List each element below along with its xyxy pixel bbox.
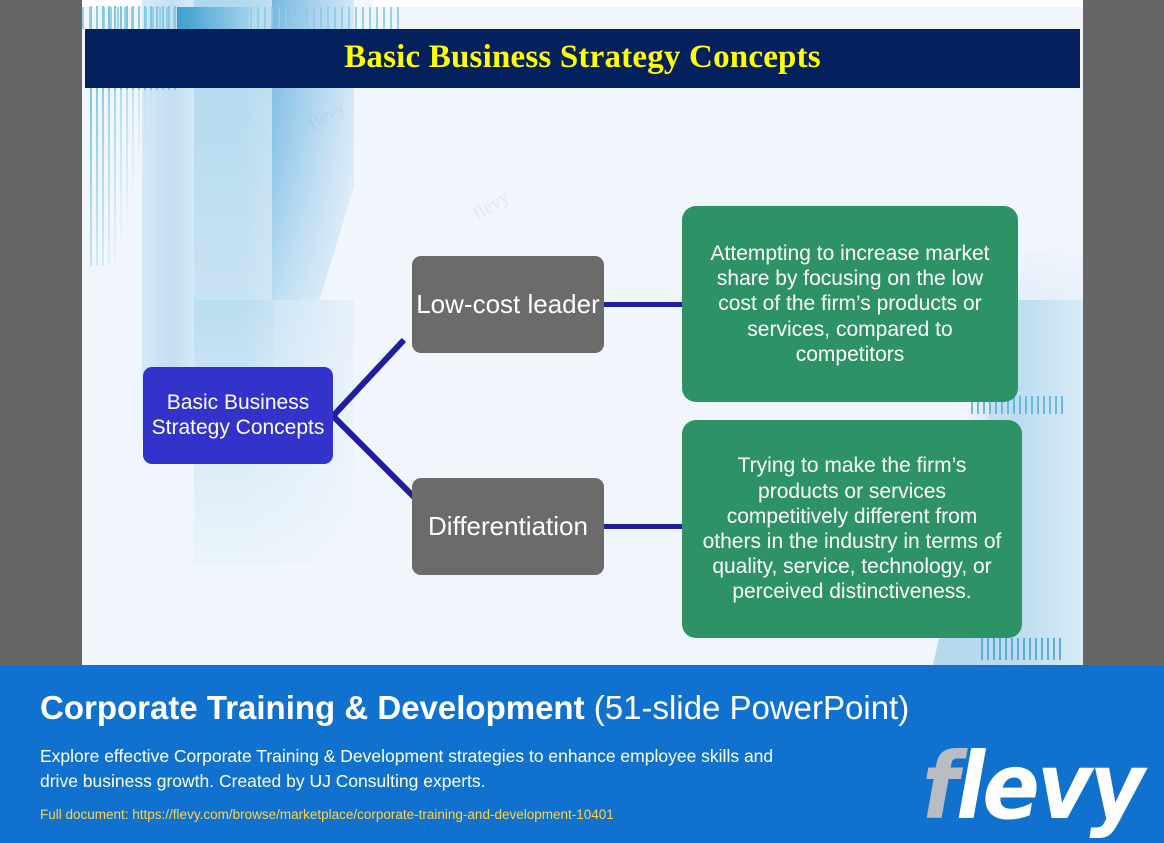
node-branch-differentiation[interactable]: Differentiation — [412, 478, 604, 575]
slide-top-edge — [82, 0, 1083, 7]
decorative-fade-left — [82, 0, 372, 665]
flevy-logo-levy: levy — [956, 733, 1144, 840]
strategy-diagram: Basic Business Strategy Concepts Low-cos… — [82, 0, 1083, 665]
flevy-promo-banner: Corporate Training & Development (51-sli… — [0, 665, 1164, 843]
node-branch-low-cost-leader[interactable]: Low-cost leader — [412, 256, 604, 353]
slide-title-bar: Basic Business Strategy Concepts — [85, 29, 1080, 85]
banner-document-url[interactable]: Full document: https://flevy.com/browse/… — [40, 806, 614, 822]
banner-description: Explore effective Corporate Training & D… — [40, 745, 774, 791]
title-underline — [85, 85, 1080, 88]
decorative-lines-right-lower — [981, 638, 1061, 660]
banner-text-block: Corporate Training & Development (51-sli… — [40, 689, 970, 822]
node-description-low-cost-leader[interactable]: Attempting to increase market share by f… — [682, 206, 1018, 402]
connector-low-cost-leader-to-description — [604, 302, 684, 307]
banner-title: Corporate Training & Development (51-sli… — [40, 689, 970, 727]
page-title: Basic Business Strategy Concepts — [344, 38, 821, 75]
node-root-basic-business-strategy-concepts[interactable]: Basic Business Strategy Concepts — [143, 367, 333, 464]
banner-title-suffix: (51-slide PowerPoint) — [593, 689, 910, 726]
decorative-strip-top-block — [177, 7, 249, 29]
flevy-logo-f: f — [922, 733, 959, 840]
banner-title-main: Corporate Training & Development — [40, 689, 585, 726]
flevy-logo[interactable]: flevy — [922, 741, 1145, 833]
connector-differentiation-to-description — [604, 524, 684, 529]
presentation-slide: flevy flevy flevy Basic Business Strateg… — [82, 0, 1083, 665]
node-description-differentiation[interactable]: Trying to make the firm’s products or se… — [682, 420, 1022, 638]
connector-root-to-low-cost-leader — [330, 337, 407, 419]
